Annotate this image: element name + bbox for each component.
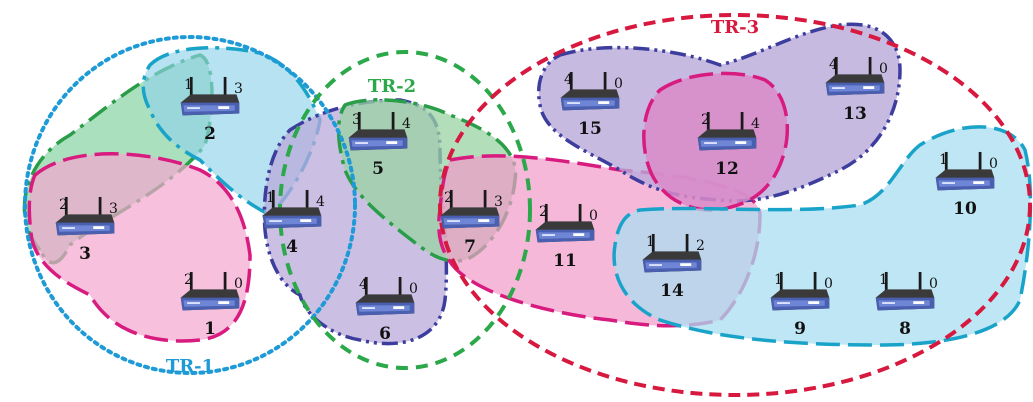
router-left-count: 2 [184, 272, 193, 288]
router-right-count: 0 [234, 276, 243, 292]
router-5: 3 4 5 [348, 111, 411, 179]
router-4: 1 4 4 [262, 189, 325, 257]
router-right-count: 0 [589, 208, 598, 224]
router-left-count: 1 [646, 234, 655, 250]
router-left-count: 2 [539, 204, 548, 220]
router-left-count: 4 [829, 57, 838, 73]
router-id-label: 3 [79, 244, 91, 264]
router-id-label: 9 [794, 319, 806, 339]
router-12: 2 4 12 [697, 111, 760, 179]
router-left-count: 2 [59, 197, 68, 213]
router-right-count: 4 [316, 194, 325, 210]
router-id-label: 11 [553, 251, 577, 271]
router-left-count: 1 [939, 152, 948, 168]
router-15: 4 0 15 [560, 71, 623, 139]
router-13: 4 0 13 [825, 56, 888, 124]
router-id-label: 14 [660, 281, 684, 301]
router-id-label: 1 [204, 319, 216, 339]
router-id-label: 8 [899, 319, 911, 339]
router-left-count: 1 [266, 190, 275, 206]
router-id-label: 4 [286, 237, 298, 257]
router-left-count: 1 [774, 272, 783, 288]
router-6: 4 0 6 [355, 276, 418, 344]
router-right-count: 0 [929, 276, 938, 292]
router-right-count: 0 [409, 281, 418, 297]
region-label-tr3: TR-3 [711, 17, 759, 38]
router-left-count: 3 [352, 112, 361, 128]
router-2: 1 3 2 [180, 76, 243, 144]
router-7: 2 3 7 [440, 189, 503, 257]
router-14: 1 2 14 [642, 233, 705, 301]
router-1: 2 0 1 [180, 271, 243, 339]
router-id-label: 2 [204, 124, 216, 144]
router-right-count: 4 [751, 116, 760, 132]
router-right-count: 3 [494, 194, 503, 210]
router-right-count: 3 [234, 81, 243, 97]
router-3: 2 3 3 [55, 196, 118, 264]
router-left-count: 4 [359, 277, 368, 293]
router-id-label: 7 [464, 237, 476, 257]
router-left-count: 2 [701, 112, 710, 128]
router-left-count: 4 [564, 72, 573, 88]
router-id-label: 10 [953, 199, 977, 219]
region-tr1-outline [23, 35, 357, 375]
router-right-count: 0 [614, 76, 623, 92]
router-9: 1 0 9 [770, 271, 833, 339]
router-id-label: 12 [715, 159, 739, 179]
router-id-label: 13 [843, 104, 867, 124]
router-right-count: 0 [824, 276, 833, 292]
router-right-count: 3 [109, 201, 118, 217]
router-right-count: 4 [402, 116, 411, 132]
region-label-tr1: TR-1 [166, 356, 214, 377]
router-id-label: 15 [578, 119, 602, 139]
router-right-count: 0 [879, 61, 888, 77]
router-left-count: 1 [879, 272, 888, 288]
router-id-label: 5 [372, 159, 384, 179]
router-id-label: 6 [379, 324, 391, 344]
router-right-count: 2 [696, 238, 705, 254]
router-8: 1 0 8 [875, 271, 938, 339]
region-tr3-outline [438, 13, 1032, 397]
router-left-count: 1 [184, 77, 193, 93]
router-left-count: 2 [444, 190, 453, 206]
router-right-count: 0 [989, 156, 998, 172]
region-label-tr2: TR-2 [368, 76, 416, 97]
